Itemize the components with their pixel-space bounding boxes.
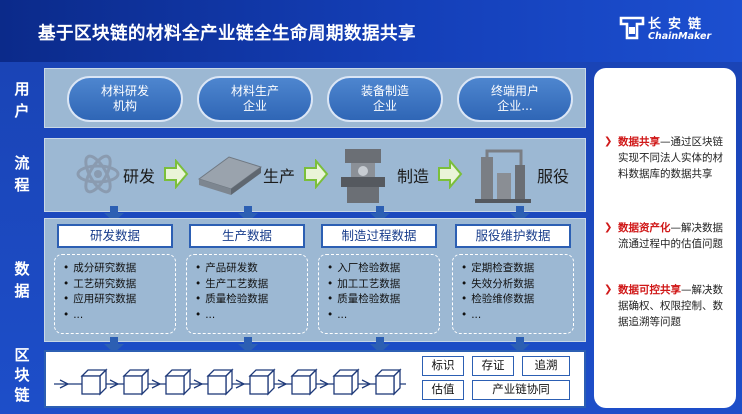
row-label-user-1: 用 bbox=[14, 80, 30, 98]
row-label-chain-1: 区 bbox=[14, 346, 30, 364]
chevron-right-icon: ❯ bbox=[604, 284, 613, 295]
flow-arrow-2 bbox=[304, 159, 329, 189]
user-research-line1: 材料研发 bbox=[100, 84, 149, 98]
chain-tag-valuation: 估值 bbox=[422, 380, 464, 400]
list-item: 检验维修数据 bbox=[461, 292, 573, 308]
atom-icon bbox=[76, 154, 120, 194]
refinery-icon bbox=[475, 149, 531, 203]
row-label-flow-1: 流 bbox=[14, 154, 30, 172]
logo-chinese: 长安链 bbox=[648, 17, 709, 32]
flow-label-manufacturing: 制造 bbox=[397, 167, 430, 186]
list-item: 产品研发数 bbox=[195, 261, 307, 277]
user-box-production: 材料生产企业 bbox=[197, 76, 313, 122]
list-item: 成分研究数据 bbox=[63, 261, 175, 277]
data-head-service: 服役维护数据 bbox=[455, 224, 571, 248]
list-item: 入厂检验数据 bbox=[327, 261, 439, 277]
down-arrow-2 bbox=[238, 206, 258, 222]
side-item-controlled-sharing: ❯ 数据可控共享—解决数据确权、权限控制、数据追溯等问题 bbox=[604, 282, 732, 330]
row-label-flow-2: 程 bbox=[14, 176, 30, 194]
user-row: 材料研发机构 材料生产企业 装备制造企业 终端用户企业... bbox=[44, 68, 586, 128]
down-arrow-6 bbox=[238, 337, 258, 353]
list-item: 加工工艺数据 bbox=[327, 277, 439, 293]
logo-english: ChainMaker bbox=[648, 31, 712, 42]
list-item: ... bbox=[327, 308, 439, 324]
data-row: 研发数据 生产数据 制造过程数据 服役维护数据 成分研究数据 工艺研究数据 应用… bbox=[44, 218, 586, 342]
chainmaker-logo: 长安链 ChainMaker bbox=[618, 12, 728, 46]
user-box-research: 材料研发机构 bbox=[67, 76, 183, 122]
chain-tag-trace: 追溯 bbox=[522, 356, 570, 376]
flow-arrow-3 bbox=[438, 159, 463, 189]
blockchain-row: 标识 存证 追溯 估值 产业链协同 bbox=[44, 350, 586, 408]
side-panel: ❯ 数据共享—通过区块链实现不同法人实体的材料数据库的数据共享 ❯ 数据资产化—… bbox=[594, 68, 736, 408]
list-item: 失效分析数据 bbox=[461, 277, 573, 293]
down-arrow-5 bbox=[104, 337, 124, 353]
user-production-line2: 企业 bbox=[242, 99, 267, 113]
row-label-chain: 区 块 链 bbox=[10, 345, 34, 405]
data-list-research: 成分研究数据 工艺研究数据 应用研究数据 ... bbox=[54, 254, 176, 334]
row-label-data-2: 据 bbox=[14, 282, 30, 300]
chain-tag-collaboration: 产业链协同 bbox=[472, 380, 570, 400]
list-item: 质量检验数据 bbox=[195, 292, 307, 308]
user-manufacturing-line2: 企业 bbox=[372, 99, 397, 113]
header-bar: 基于区块链的材料全产业链全生命周期数据共享 长安链 ChainMaker bbox=[0, 0, 742, 62]
row-label-chain-3: 链 bbox=[14, 386, 30, 404]
list-item: 定期检查数据 bbox=[461, 261, 573, 277]
side-item-text: —通过区块链实现不同法人实体的材料数据库的数据共享 bbox=[618, 136, 723, 180]
chevron-right-icon: ❯ bbox=[604, 222, 613, 233]
list-item: ... bbox=[63, 308, 175, 324]
row-label-chain-2: 块 bbox=[14, 366, 30, 384]
down-arrow-1 bbox=[104, 206, 124, 222]
block-chain-icon bbox=[54, 369, 406, 395]
list-item: ... bbox=[195, 308, 307, 324]
data-head-manufacturing: 制造过程数据 bbox=[321, 224, 437, 248]
row-label-data-1: 数 bbox=[14, 260, 30, 278]
data-list-production: 产品研发数 生产工艺数据 质量检验数据 ... bbox=[186, 254, 308, 334]
row-label-flow: 流 程 bbox=[10, 152, 34, 196]
user-box-manufacturing: 装备制造企业 bbox=[327, 76, 443, 122]
user-research-line2: 机构 bbox=[112, 99, 137, 113]
side-item-data-sharing: ❯ 数据共享—通过区块链实现不同法人实体的材料数据库的数据共享 bbox=[604, 134, 732, 182]
list-item: 应用研究数据 bbox=[63, 292, 175, 308]
side-item-text: —解决数据流通过程中的估值问题 bbox=[618, 222, 723, 250]
down-arrow-7 bbox=[370, 337, 390, 353]
user-production-line1: 材料生产 bbox=[230, 84, 279, 98]
chevron-right-icon: ❯ bbox=[604, 136, 613, 147]
down-arrow-4 bbox=[510, 206, 530, 222]
row-label-user-2: 户 bbox=[14, 102, 30, 120]
data-list-manufacturing: 入厂检验数据 加工工艺数据 质量检验数据 ... bbox=[318, 254, 440, 334]
down-arrow-3 bbox=[370, 206, 390, 222]
side-item-highlight: 数据共享 bbox=[618, 136, 660, 148]
row-label-data: 数 据 bbox=[10, 258, 34, 302]
steel-plate-icon bbox=[197, 156, 263, 195]
data-list-service: 定期检查数据 失效分析数据 检验维修数据 ... bbox=[452, 254, 574, 334]
chain-tag-evidence: 存证 bbox=[472, 356, 514, 376]
side-item-highlight: 数据可控共享 bbox=[618, 284, 681, 296]
list-item: ... bbox=[461, 308, 573, 324]
list-item: 工艺研究数据 bbox=[63, 277, 175, 293]
press-machine-icon bbox=[341, 149, 385, 203]
side-item-highlight: 数据资产化 bbox=[618, 222, 671, 234]
list-item: 生产工艺数据 bbox=[195, 277, 307, 293]
user-manufacturing-line1: 装备制造 bbox=[360, 84, 409, 98]
list-item: 质量检验数据 bbox=[327, 292, 439, 308]
page-title: 基于区块链的材料全产业链全生命周期数据共享 bbox=[38, 24, 416, 44]
flow-arrow-1 bbox=[164, 159, 189, 189]
flow-label-research: 研发 bbox=[123, 167, 156, 186]
chain-tag-identify: 标识 bbox=[422, 356, 464, 376]
user-box-enduser: 终端用户企业... bbox=[457, 76, 573, 122]
side-item-text: —解决数据确权、权限控制、数据追溯等问题 bbox=[618, 284, 723, 328]
row-label-user: 用 户 bbox=[10, 78, 34, 122]
data-head-production: 生产数据 bbox=[189, 224, 305, 248]
user-enduser-line2: 企业... bbox=[497, 99, 533, 113]
chainmaker-logo-icon bbox=[619, 16, 645, 40]
data-head-research: 研发数据 bbox=[57, 224, 173, 248]
flow-label-service: 服役 bbox=[537, 167, 570, 186]
down-arrow-8 bbox=[510, 337, 530, 353]
flow-label-production: 生产 bbox=[263, 167, 296, 186]
flow-row: 研发 生产 制造 服役 bbox=[44, 138, 586, 212]
user-enduser-line1: 终端用户 bbox=[490, 84, 539, 98]
side-item-data-assetization: ❯ 数据资产化—解决数据流通过程中的估值问题 bbox=[604, 220, 732, 252]
